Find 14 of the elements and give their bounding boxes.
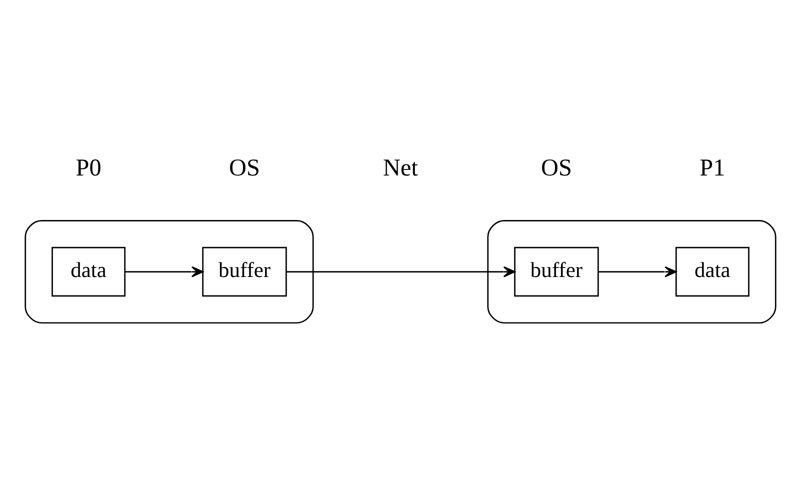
node-box: data [675, 246, 750, 297]
label: P0 [76, 154, 102, 182]
label: Net [383, 154, 418, 182]
label: OS [541, 154, 572, 182]
arrow [598, 266, 677, 278]
arrow [286, 266, 516, 278]
node-box: buffer [202, 246, 287, 297]
cluster [487, 220, 776, 324]
label: P1 [700, 154, 726, 182]
arrow [125, 266, 204, 278]
cluster [24, 220, 314, 324]
node-box: buffer [514, 246, 599, 297]
node-box: data [52, 246, 126, 297]
label: OS [229, 154, 260, 182]
